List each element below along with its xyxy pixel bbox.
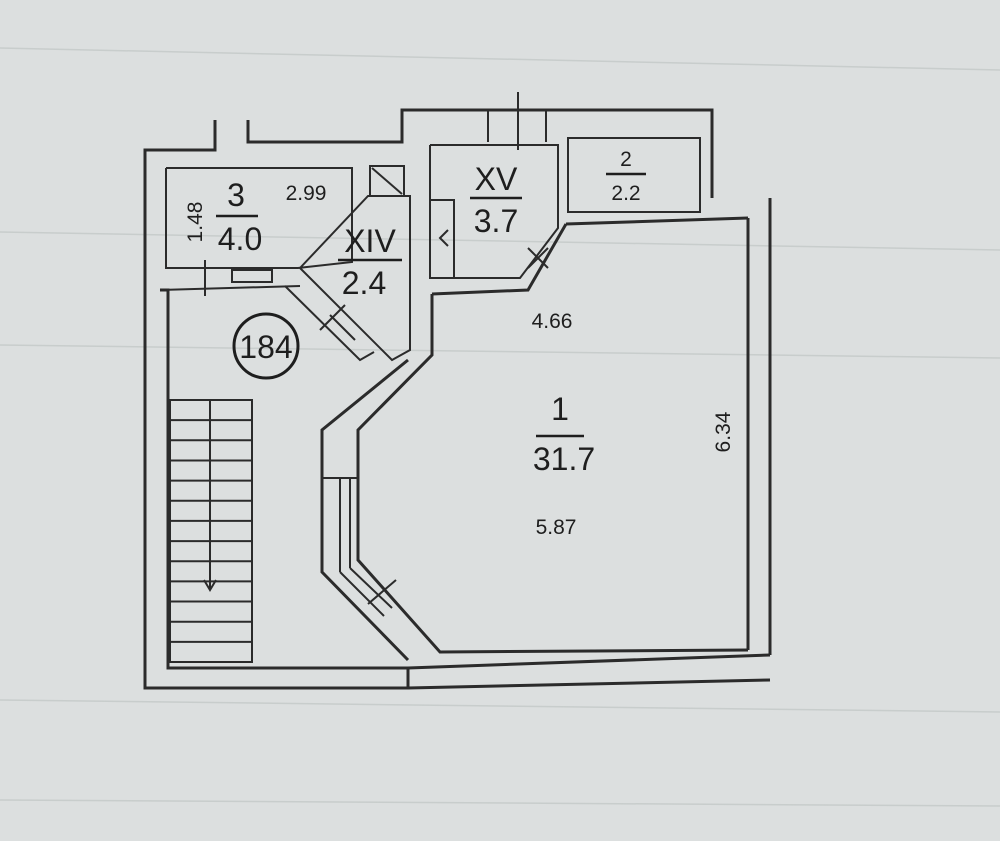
room-1 [320,216,749,662]
room-1-id: 1 [551,391,569,427]
room-2-label: 2 2.2 [606,148,646,205]
dim-room3-height: 1.48 [184,202,207,243]
room-XV [429,92,559,279]
room-XV-area: 3.7 [474,203,518,239]
room-XIV [284,165,411,362]
room-1-label: 1 31.7 [533,391,595,477]
room-XIV-label: XIV 2.4 [338,223,402,301]
building-number-badge: 184 [232,312,300,380]
room-XIV-area: 2.4 [342,265,386,301]
room-XV-id: XV [475,161,518,197]
dim-room1-top: 4.66 [532,310,573,333]
room-2-area: 2.2 [611,182,640,205]
ventilation-grille [231,269,273,283]
room-3-label: 3 4.0 [216,177,262,257]
room-3-id: 3 [227,177,245,213]
building-number: 184 [239,329,292,365]
shaft [369,165,405,197]
room-3-area: 4.0 [218,221,262,257]
room-2-id: 2 [620,148,632,171]
room-XV-label: XV 3.7 [470,161,522,239]
room-2 [567,137,701,213]
stair-down-arrow-icon [203,579,217,592]
room-XIV-id: XIV [344,223,396,259]
outer-walls [143,108,772,690]
room-3 [159,167,353,296]
stairs [169,399,253,663]
dim-room1-bottom: 5.87 [536,516,577,539]
room-1-area: 31.7 [533,441,595,477]
dim-room1-right: 6.34 [712,411,735,452]
dim-room3-width: 2.99 [286,182,327,205]
